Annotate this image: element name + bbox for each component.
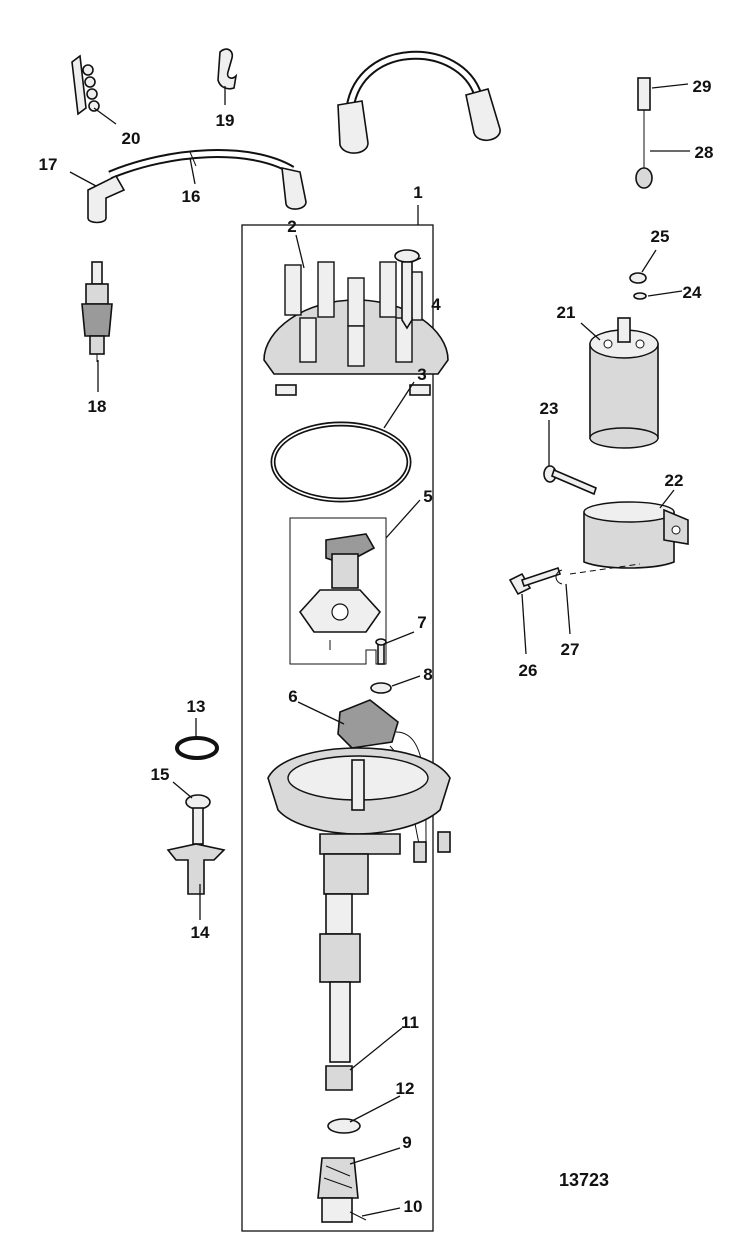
- coil-washer-24: [633, 292, 647, 300]
- callout-20: 20: [122, 129, 141, 148]
- callout-18: 18: [88, 397, 107, 416]
- figure-id: 13723: [559, 1170, 609, 1190]
- distributor-housing: [267, 747, 451, 1063]
- callout-11: 11: [401, 1013, 419, 1032]
- ignition-module-6: [337, 699, 451, 863]
- callout-17: 17: [39, 155, 58, 174]
- roll-pin-10: [349, 1211, 367, 1221]
- callout-3: 3: [417, 365, 426, 384]
- wire-separator-20: [71, 54, 100, 116]
- callout-27: 27: [561, 640, 580, 659]
- callout-21: 21: [557, 303, 576, 322]
- assembly-box: [241, 224, 434, 1232]
- plug-wire-16: [87, 149, 307, 224]
- washer-8: [370, 682, 392, 694]
- base-gasket-13: [175, 736, 219, 760]
- callout-26: 26: [519, 661, 538, 680]
- callout-19: 19: [216, 111, 235, 130]
- bracket-bolt-26: [508, 566, 562, 596]
- cap-gasket-3: [270, 421, 412, 503]
- callout-24: 24: [683, 283, 702, 302]
- callout-8: 8: [423, 665, 432, 684]
- callout-29: 29: [693, 77, 712, 96]
- drive-gear-9: [317, 1157, 359, 1223]
- callout-16: 16: [182, 187, 201, 206]
- hold-down-bolt-15: [185, 794, 211, 845]
- leader-lines: [69, 83, 690, 1217]
- callout-4: 4: [431, 295, 441, 314]
- callout-23: 23: [540, 399, 559, 418]
- wire-clip-19: [217, 48, 238, 90]
- callout-1: 1: [413, 183, 422, 202]
- coil-nut-25: [629, 272, 647, 284]
- callout-labels: 1 2 3 4 5 6 7 8 9 10 11 12 13 14 15 16 1…: [39, 77, 714, 1216]
- callout-15: 15: [151, 765, 170, 784]
- spark-plug-18: [81, 261, 113, 362]
- callout-22: 22: [665, 471, 684, 490]
- ignition-coil-21: [589, 317, 659, 449]
- screw-7: [375, 638, 387, 665]
- washer-12: [327, 1118, 361, 1134]
- callout-5: 5: [423, 487, 432, 506]
- callout-14: 14: [191, 923, 210, 942]
- bushing-11: [325, 1065, 353, 1091]
- coil-screw-23: [543, 465, 597, 496]
- callout-10: 10: [404, 1197, 423, 1216]
- callout-9: 9: [402, 1133, 411, 1152]
- callout-13: 13: [187, 697, 206, 716]
- bracket-washer-27: [555, 563, 641, 585]
- plug-wire-arch: [337, 50, 501, 154]
- callout-28: 28: [695, 143, 714, 162]
- callout-6: 6: [288, 687, 297, 706]
- callout-25: 25: [651, 227, 670, 246]
- callout-12: 12: [396, 1079, 415, 1098]
- cap-screw-4: [394, 249, 420, 330]
- coil-bracket-22: [583, 501, 689, 569]
- hold-down-clamp-14: [166, 843, 226, 895]
- rotor-kit-5: [289, 517, 387, 665]
- ground-strap-28: [635, 77, 653, 189]
- callout-2: 2: [287, 217, 296, 236]
- callout-7: 7: [417, 613, 426, 632]
